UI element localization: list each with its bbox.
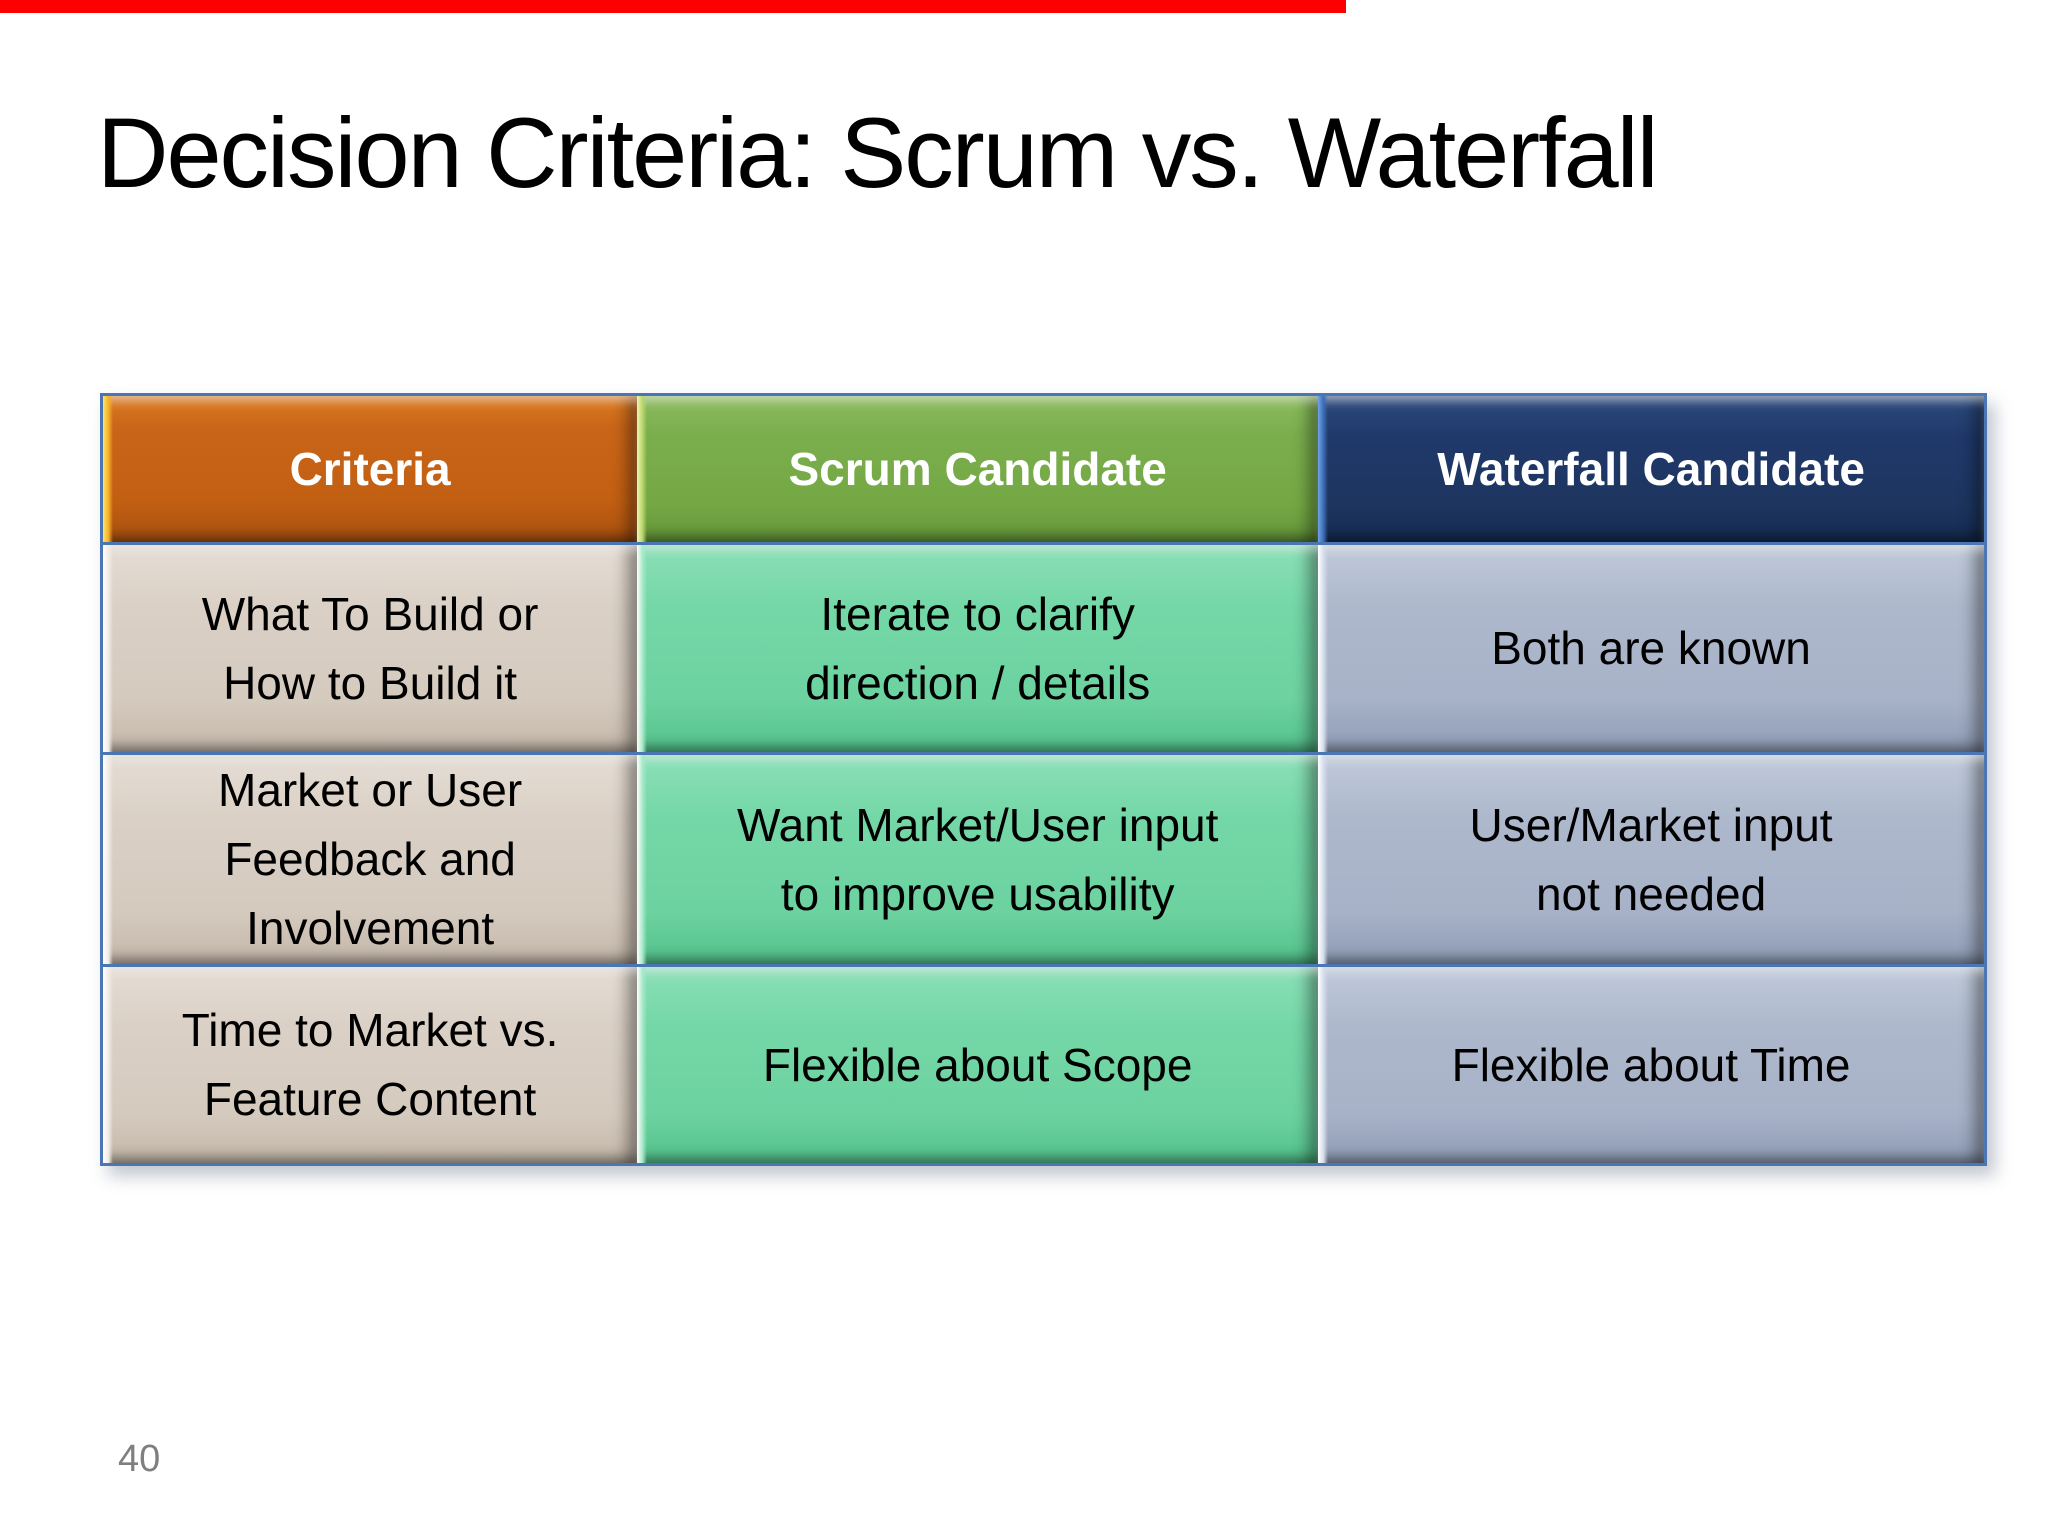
cell-row1-waterfall: Both are known: [1318, 545, 1984, 752]
cell-row2-waterfall: User/Market input not needed: [1318, 755, 1984, 964]
cell-row3-criteria: Time to Market vs. Feature Content: [103, 967, 638, 1163]
header-cell-criteria: Criteria: [103, 396, 638, 542]
decision-table: Criteria Scrum Candidate Waterfall Candi…: [100, 393, 1987, 1166]
page-number: 40: [118, 1438, 161, 1480]
cell-row3-waterfall: Flexible about Time: [1318, 967, 1984, 1163]
video-progress-bar[interactable]: [0, 0, 1346, 13]
cell-row2-scrum: Want Market/User input to improve usabil…: [637, 755, 1319, 964]
cell-row3-scrum: Flexible about Scope: [637, 967, 1319, 1163]
cell-row2-criteria: Market or User Feedback and Involvement: [103, 755, 638, 964]
table-row: Time to Market vs. Feature Content Flexi…: [103, 967, 1984, 1163]
table-row: Market or User Feedback and Involvement …: [103, 755, 1984, 967]
cell-row1-scrum: Iterate to clarify direction / details: [637, 545, 1319, 752]
table-header-row: Criteria Scrum Candidate Waterfall Candi…: [103, 396, 1984, 545]
header-cell-waterfall: Waterfall Candidate: [1318, 396, 1984, 542]
table-row: What To Build or How to Build it Iterate…: [103, 545, 1984, 755]
header-cell-scrum: Scrum Candidate: [637, 396, 1319, 542]
cell-row1-criteria: What To Build or How to Build it: [103, 545, 638, 752]
slide-title: Decision Criteria: Scrum vs. Waterfall: [97, 97, 1659, 209]
